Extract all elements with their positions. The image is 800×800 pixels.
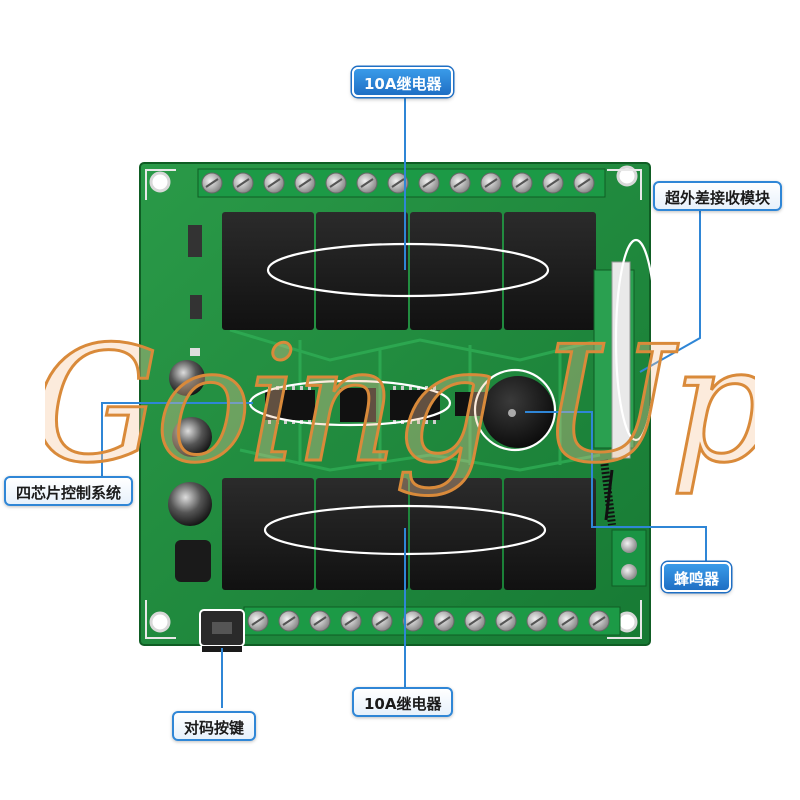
- going-up-watermark: Going Up: [45, 310, 755, 500]
- control-chips: [265, 386, 485, 424]
- highlight-rf-module: [614, 238, 658, 442]
- terminal-block-bottom: [243, 606, 621, 636]
- label-top-relay: 10A继电器: [352, 67, 454, 97]
- power-terminal: [611, 529, 647, 587]
- small-components-left: [175, 225, 211, 582]
- highlight-buzzer: [473, 368, 557, 452]
- label-rf-module: 超外差接收模块: [653, 181, 783, 211]
- label-bottom-relay: 10A继电器: [352, 687, 454, 717]
- label-pairing-button: 对码按键: [172, 711, 257, 741]
- svg-text:Going Up: Going Up: [45, 311, 755, 498]
- leader-buzzer: [525, 411, 707, 561]
- leader-rf-module: [639, 208, 701, 373]
- terminal-block-top: [197, 168, 606, 198]
- highlight-top-relays: [266, 242, 550, 298]
- capacitors: [168, 360, 212, 526]
- label-buzzer: 蜂鸣器: [662, 562, 732, 592]
- leader-lines: [101, 96, 707, 708]
- pairing-button-component: [199, 609, 245, 652]
- leader-chip: [101, 402, 253, 476]
- label-chip-system: 四芯片控制系统: [4, 476, 134, 506]
- buzzer-component: [482, 376, 554, 448]
